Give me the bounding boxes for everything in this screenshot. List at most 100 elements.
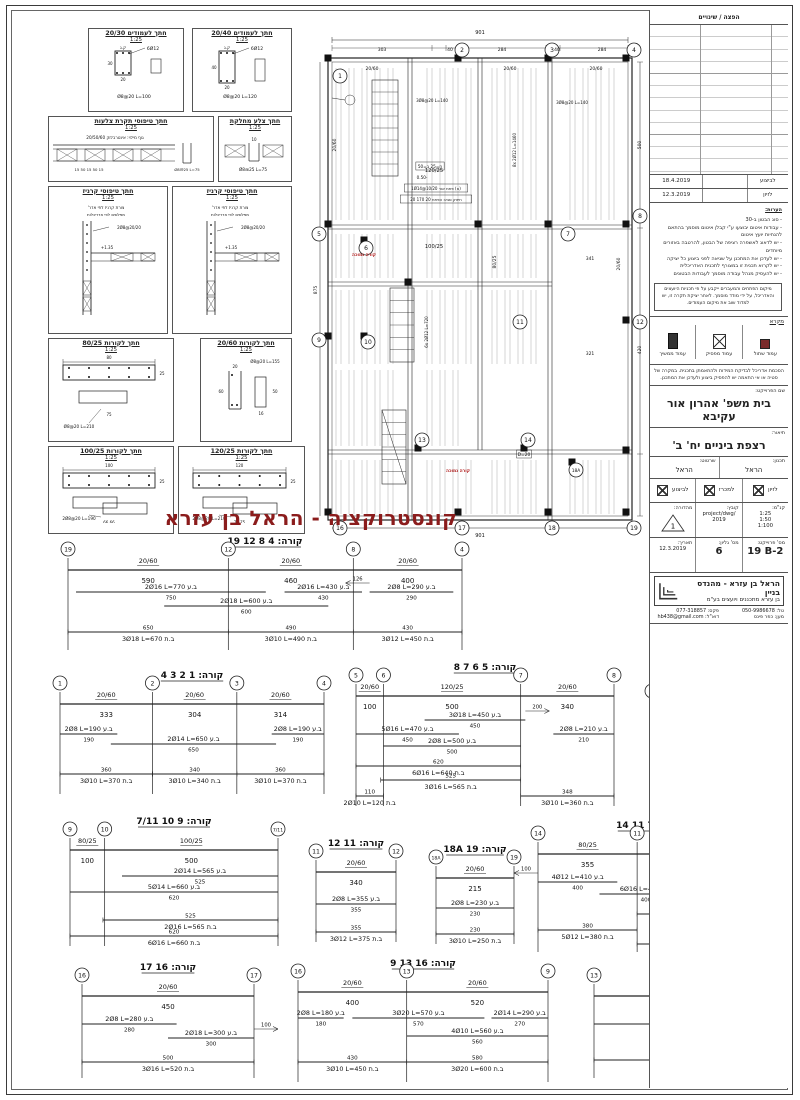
svg-text:6: 6 bbox=[381, 672, 385, 679]
svg-text:525: 525 bbox=[195, 880, 206, 886]
svg-text:11: 11 bbox=[516, 319, 524, 326]
note-item: עבודות איטום יבוצעו ע"י קבלן איטום מוסמך… bbox=[654, 225, 782, 241]
svg-text:180: 180 bbox=[315, 1022, 326, 1028]
roles-row: תכנון: הראל שרטוט: הראל bbox=[650, 456, 789, 479]
design-cell: תכנון: הראל bbox=[718, 456, 789, 478]
svg-text:3Ø18 L=450 ב.ע: 3Ø18 L=450 ב.ע bbox=[449, 711, 501, 719]
svg-text:80/25: 80/25 bbox=[578, 841, 597, 849]
svg-text:2Ø16 L=565 ב.ת: 2Ø16 L=565 ב.ת bbox=[164, 923, 217, 931]
svg-text:520: 520 bbox=[471, 999, 484, 1007]
grid-bubble-16 bbox=[332, 520, 348, 536]
svg-text:Ø8@25 L=75: Ø8@25 L=75 bbox=[174, 167, 200, 171]
edition-label: מהדורה: bbox=[673, 504, 693, 511]
detail-title: חתך טיפוסי תקרת צלעות bbox=[94, 118, 168, 125]
revision-row: לביצוע 18.4.2019 bbox=[650, 175, 788, 189]
svg-text:570: 570 bbox=[413, 1022, 424, 1028]
svg-text:18A: 18A bbox=[572, 468, 581, 474]
svg-text:5: 5 bbox=[317, 231, 321, 238]
svg-text:400: 400 bbox=[572, 886, 583, 892]
svg-text:16: 16 bbox=[78, 972, 86, 979]
note-item: יש להעסיק מנהל עבודה מוסמך לעבודות הבטונ… bbox=[654, 271, 782, 279]
svg-text:קורה: 5 6 7 8: קורה: 5 6 7 8 bbox=[454, 663, 517, 673]
firm-address: מען: כפר פינס bbox=[753, 613, 784, 620]
grid-bubble-2 bbox=[454, 42, 470, 58]
svg-text:2Ø18 L=300 ב.ע: 2Ø18 L=300 ב.ע bbox=[185, 1029, 237, 1037]
revision-label: לביצוע bbox=[746, 175, 788, 188]
svg-text:380: 380 bbox=[582, 924, 593, 930]
project-name: בית משפ' אהרון אור עקיבא bbox=[666, 396, 771, 423]
svg-text:4Ø12 L=410 ב.ע: 4Ø12 L=410 ב.ע bbox=[552, 873, 604, 881]
svg-text:2Ø8@20/20: 2Ø8@20/20 bbox=[241, 225, 265, 230]
svg-text:80/25: 80/25 bbox=[492, 255, 498, 268]
svg-text:8x 2Ø12 L=1460: 8x 2Ø12 L=1460 bbox=[512, 133, 517, 167]
svg-text:10: 10 bbox=[101, 826, 109, 833]
svg-text:3Ø10 L=370 ב.ת: 3Ø10 L=370 ב.ת bbox=[254, 777, 307, 785]
svg-text:20/60: 20/60 bbox=[360, 683, 379, 691]
legend-item-continuing: עמוד ממשיך bbox=[650, 325, 695, 359]
svg-text:3Ø20 L=570 ב.ע: 3Ø20 L=570 ב.ע bbox=[392, 1009, 444, 1017]
svg-text:ק.ג: ק.ג bbox=[120, 45, 126, 50]
svg-text:-0.50: -0.50 bbox=[417, 175, 428, 180]
svg-text:Ø8@20 L=210: Ø8@20 L=210 bbox=[64, 424, 95, 429]
edition-cell: מהדורה: 1 bbox=[650, 503, 695, 537]
svg-text:100: 100 bbox=[81, 857, 94, 865]
svg-text:קורה: 1 2 3 4: קורה: 1 2 3 4 bbox=[161, 671, 224, 681]
svg-text:9: 9 bbox=[317, 337, 321, 344]
svg-text:קורה: 11 12: קורה: 11 12 bbox=[328, 839, 384, 849]
grid-bubble-18A bbox=[568, 462, 584, 478]
svg-text:12: 12 bbox=[224, 546, 232, 553]
svg-text:284: 284 bbox=[598, 47, 607, 53]
svg-text:460: 460 bbox=[284, 577, 297, 585]
project-desc-label: תיאור: bbox=[771, 429, 785, 436]
continuing-column-icon bbox=[667, 332, 678, 349]
date-cell: תאריך: 12.3.2019 bbox=[650, 538, 695, 572]
svg-text:+1.35: +1.35 bbox=[101, 245, 114, 250]
svg-text:1: 1 bbox=[338, 73, 342, 80]
meta-row-2: מס' פרוייקט: 19 B-2 מס' גליון: 6 תאריך: … bbox=[650, 537, 788, 573]
svg-text:(א) פתח אור 1Ø14@10/20: (א) פתח אור 1Ø14@10/20 bbox=[411, 186, 461, 191]
detail-title: חתך לקורות 120/25 bbox=[210, 448, 273, 455]
svg-text:2Ø8 L=280 ב.ע: 2Ø8 L=280 ב.ע bbox=[105, 1015, 153, 1023]
grid-bubble-11 bbox=[512, 314, 528, 330]
svg-text:8: 8 bbox=[612, 672, 616, 679]
detail-title: חתך לקורות 80/25 bbox=[82, 340, 140, 347]
svg-text:100/25: 100/25 bbox=[425, 244, 443, 250]
planted-column-icon bbox=[760, 338, 771, 349]
svg-text:12: 12 bbox=[636, 319, 644, 326]
revision-date: 12.3.2019 bbox=[662, 192, 691, 198]
svg-text:3Ø10 L=360 ב.ת: 3Ø10 L=360 ב.ת bbox=[541, 799, 594, 807]
svg-text:Ø8@20 L=120: Ø8@20 L=120 bbox=[223, 93, 257, 100]
svg-text:2Ø14 L=565 ב.ע: 2Ø14 L=565 ב.ע bbox=[174, 867, 226, 875]
file-cell: קובץ: project/dwg/ 2019 bbox=[695, 502, 741, 537]
svg-text:100: 100 bbox=[261, 1023, 271, 1029]
svg-text:210: 210 bbox=[578, 738, 589, 744]
svg-text:348: 348 bbox=[562, 790, 573, 796]
checked-box-icon bbox=[703, 484, 715, 496]
svg-text:2Ø8 L=230 ב.ע: 2Ø8 L=230 ב.ע bbox=[451, 899, 499, 907]
detail-scale: 1:25 bbox=[130, 37, 142, 43]
svg-text:3Ø10 L=250 ב.ת: 3Ø10 L=250 ב.ת bbox=[449, 937, 502, 945]
svg-text:8: 8 bbox=[638, 213, 642, 220]
detail-title: חתך לקורות 20/60 bbox=[217, 340, 275, 347]
svg-text:50: 50 bbox=[272, 389, 278, 394]
svg-text:ק.ג: ק.ג bbox=[224, 45, 230, 50]
grid-bubble-7 bbox=[560, 226, 576, 242]
svg-text:2Ø8 L=290 ב.ע: 2Ø8 L=290 ב.ע bbox=[387, 583, 435, 591]
revision-row: לזיון 12.3.2019 bbox=[650, 189, 788, 203]
svg-text:580: 580 bbox=[472, 1056, 483, 1062]
svg-text:קורה נמוכה: קורה נמוכה bbox=[352, 253, 376, 258]
svg-text:650: 650 bbox=[188, 748, 199, 754]
svg-text:3Ø12 L=450 ב.ת: 3Ø12 L=450 ב.ת bbox=[381, 635, 434, 643]
note-item: יש לעדכן את המתכנן על שגיאה לפני ביצוע כ… bbox=[654, 256, 782, 264]
legend-item-planted: עמוד שתול bbox=[741, 324, 788, 359]
svg-text:20/60: 20/60 bbox=[558, 683, 577, 691]
svg-text:קורה: 9 10 7/11: קורה: 9 10 7/11 bbox=[136, 817, 211, 827]
detail-scale: 1:25 bbox=[249, 125, 261, 131]
